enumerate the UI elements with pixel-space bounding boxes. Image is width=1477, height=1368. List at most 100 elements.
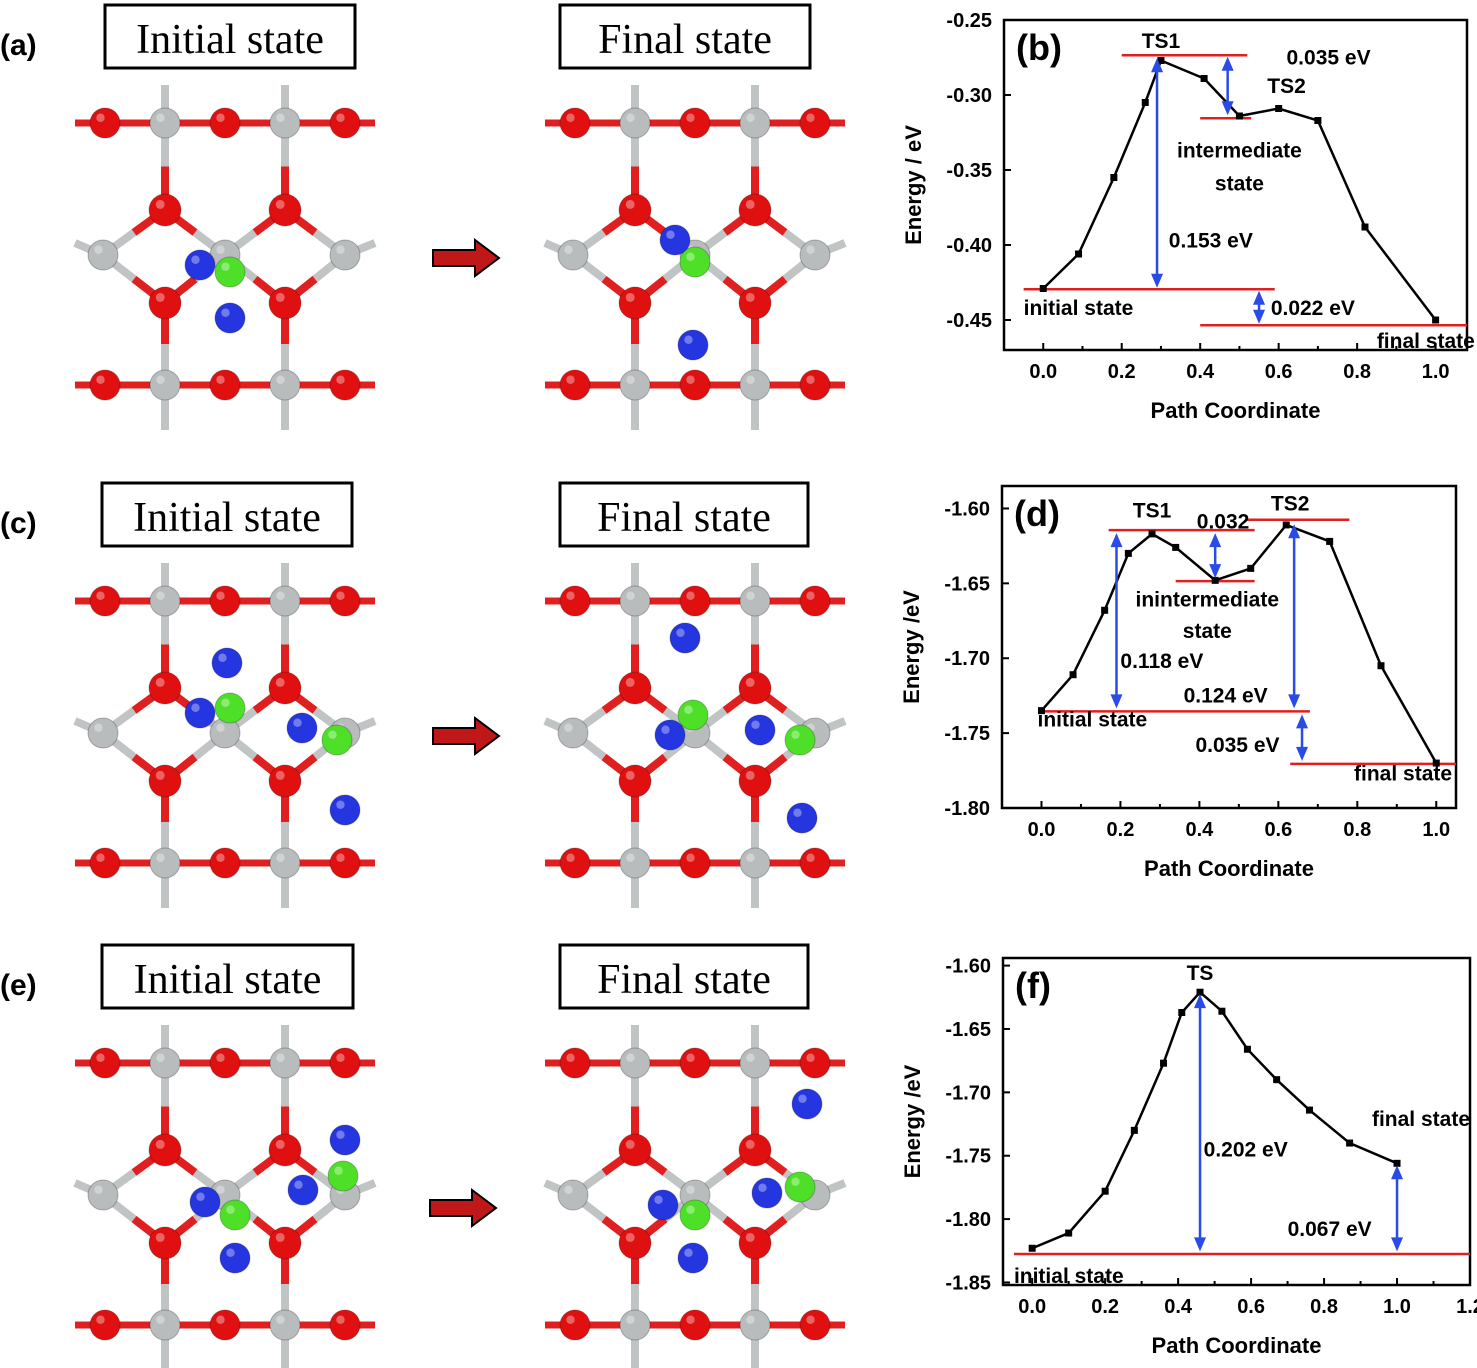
oxygen-atom-highlight bbox=[745, 770, 755, 780]
metal-atom bbox=[619, 107, 651, 139]
chart-annotation: 0.202 eV bbox=[1204, 1138, 1288, 1161]
arrow-head-down bbox=[1296, 746, 1309, 761]
metal-atom-highlight bbox=[276, 375, 285, 384]
green-atom-highlight bbox=[328, 730, 337, 739]
oxygen-atom-highlight bbox=[96, 591, 105, 600]
chart-annotation: final state bbox=[1354, 762, 1452, 785]
oxygen-atom-highlight bbox=[566, 853, 575, 862]
oxygen-atom-highlight bbox=[745, 199, 755, 209]
oxygen-atom bbox=[799, 1309, 831, 1341]
oxygen-atom-highlight bbox=[216, 853, 225, 862]
oxygen-atom bbox=[148, 1133, 182, 1167]
arrow-head-down bbox=[1391, 1237, 1404, 1252]
energy-profile-line bbox=[1040, 523, 1438, 764]
arrow-head-down bbox=[1194, 1237, 1207, 1252]
oxygen-atom bbox=[329, 847, 361, 879]
final-structure bbox=[543, 85, 847, 430]
y-tick-label: -0.25 bbox=[946, 10, 992, 32]
x-tick-label: 0.6 bbox=[1264, 819, 1292, 841]
final-structure bbox=[543, 1025, 847, 1368]
data-point bbox=[1275, 105, 1283, 112]
data-point bbox=[1235, 112, 1243, 120]
x-tick-label: 0.0 bbox=[1018, 1296, 1046, 1318]
data-point bbox=[1243, 1045, 1251, 1053]
metal-atom bbox=[739, 1309, 771, 1341]
oxygen-atom bbox=[618, 671, 652, 705]
arrow-head-up bbox=[1221, 56, 1234, 71]
oxygen-atom bbox=[618, 193, 652, 227]
initial-structure bbox=[73, 1025, 377, 1368]
arrow-head-up bbox=[1194, 994, 1207, 1009]
blue-atom bbox=[219, 1242, 251, 1274]
oxygen-atom-highlight bbox=[686, 853, 695, 862]
green-atom-highlight bbox=[791, 730, 800, 739]
data-point bbox=[1028, 1244, 1036, 1252]
chart-annotation: 0.118 eV bbox=[1120, 650, 1203, 673]
metal-atom bbox=[557, 1179, 589, 1211]
blue-atom bbox=[189, 1186, 221, 1218]
metal-atom bbox=[557, 239, 589, 271]
metal-atom-highlight bbox=[276, 1315, 285, 1324]
oxygen-atom bbox=[268, 286, 302, 320]
data-point bbox=[1069, 671, 1077, 679]
oxygen-atom-highlight bbox=[275, 1139, 285, 1149]
metal-atom-highlight bbox=[746, 591, 755, 600]
metal-atom bbox=[269, 369, 301, 401]
metal-atom bbox=[269, 585, 301, 617]
oxygen-atom-highlight bbox=[686, 1315, 695, 1324]
green-atom-highlight bbox=[221, 698, 230, 707]
y-axis-title: Energy /eV bbox=[900, 1064, 925, 1178]
chart-annotation: 0.124 eV bbox=[1184, 684, 1268, 707]
blue-atom-highlight bbox=[654, 1195, 663, 1204]
plot-frame bbox=[1000, 484, 1458, 810]
metal-atom-highlight bbox=[564, 245, 573, 254]
plot-frame bbox=[1002, 18, 1469, 352]
data-point bbox=[1148, 530, 1156, 538]
oxygen-atom-highlight bbox=[625, 1232, 635, 1242]
blue-atom-highlight bbox=[751, 720, 760, 729]
arrow-head-up bbox=[1151, 58, 1164, 73]
oxygen-atom-highlight bbox=[566, 1315, 575, 1324]
metal-atom-highlight bbox=[94, 1185, 103, 1194]
oxygen-atom bbox=[738, 193, 772, 227]
oxygen-atom-highlight bbox=[216, 591, 225, 600]
x-tick-label: 0.8 bbox=[1343, 361, 1371, 383]
oxygen-atom bbox=[618, 764, 652, 798]
blue-atom-highlight bbox=[661, 725, 670, 734]
oxygen-atom bbox=[559, 1309, 591, 1341]
arrow-head-down bbox=[1253, 309, 1266, 324]
blue-atom-highlight bbox=[191, 255, 200, 264]
oxygen-atom bbox=[209, 369, 241, 401]
oxygen-atom bbox=[148, 193, 182, 227]
transition-arrow-icon bbox=[429, 1188, 498, 1228]
oxygen-atom bbox=[209, 107, 241, 139]
y-tick-label: -0.45 bbox=[946, 310, 992, 332]
metal-atom bbox=[739, 369, 771, 401]
blue-atom-highlight bbox=[684, 335, 693, 344]
arrow-head-down bbox=[1151, 273, 1164, 288]
green-atom bbox=[679, 1199, 711, 1231]
oxygen-atom-highlight bbox=[625, 770, 635, 780]
chart-annotation: state bbox=[1183, 620, 1232, 643]
blue-atom-highlight bbox=[758, 1183, 767, 1192]
oxygen-atom bbox=[89, 369, 121, 401]
plot-frame bbox=[1001, 956, 1472, 1287]
chart-annotation: final state bbox=[1377, 330, 1475, 353]
blue-atom-highlight bbox=[191, 703, 200, 712]
oxygen-atom bbox=[148, 1226, 182, 1260]
initial-state-box bbox=[103, 3, 357, 70]
chart-annotation: TS2 bbox=[1271, 493, 1310, 516]
energy-profile-line bbox=[1031, 990, 1398, 1250]
data-point bbox=[1101, 606, 1109, 614]
oxygen-atom bbox=[89, 1047, 121, 1079]
final-state-title: Final state bbox=[598, 17, 772, 63]
blue-atom bbox=[659, 224, 691, 256]
oxygen-atom bbox=[559, 107, 591, 139]
arrow-head-up bbox=[1391, 1165, 1404, 1180]
metal-atom-highlight bbox=[746, 1053, 755, 1062]
arrow-head-down bbox=[1209, 564, 1222, 579]
metal-atom-highlight bbox=[564, 723, 573, 732]
metal-atom-highlight bbox=[94, 723, 103, 732]
data-point bbox=[1130, 1126, 1138, 1134]
